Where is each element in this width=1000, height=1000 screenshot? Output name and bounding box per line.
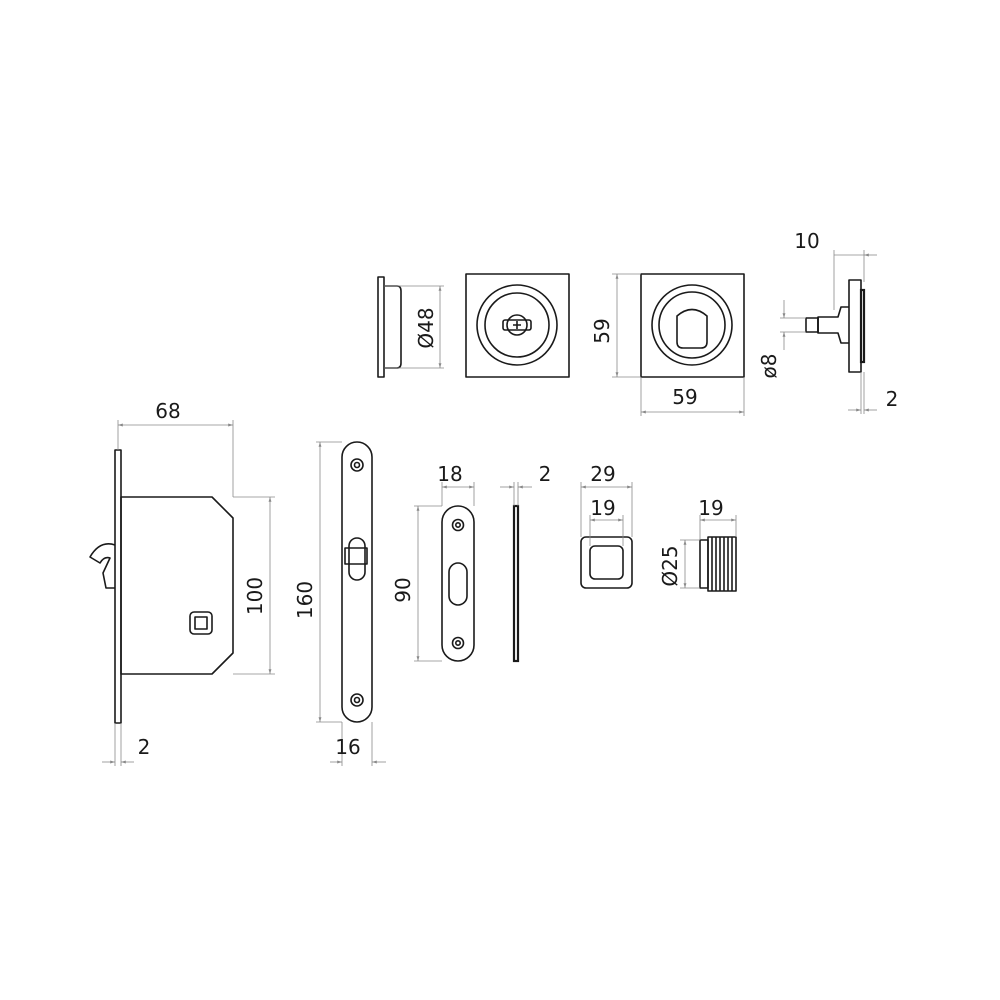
edge-pull: Ø25 19 — [658, 496, 737, 592]
dim-rose-height: 59 — [590, 318, 614, 343]
knurling — [711, 537, 733, 591]
dim-strike-thickness: 2 — [539, 462, 552, 486]
square-rose-thumbturn — [465, 273, 570, 378]
dim-edge-pull-diameter: Ø25 — [658, 545, 682, 586]
dim-flush-pull-inner: 19 — [590, 496, 615, 520]
dim-edge-pull-length: 19 — [698, 496, 723, 520]
dim-rose-width: 59 — [672, 385, 697, 409]
spindle-side-view: 10 ø8 2 — [757, 229, 898, 414]
flush-pull: 29 19 — [580, 462, 633, 589]
dim-rose-diameter: Ø48 — [414, 307, 438, 348]
dim-spindle-diameter: ø8 — [757, 354, 781, 379]
dim-lock-depth: 68 — [155, 399, 180, 423]
square-rose-indicator: 59 59 — [590, 273, 745, 416]
faceplate-front: 160 16 — [293, 441, 386, 766]
round-rose-side-view: Ø48 — [377, 276, 444, 378]
strike-side-profile: 2 — [500, 462, 552, 663]
lock-body: 68 100 2 — [89, 399, 275, 766]
dim-spindle-length: 10 — [794, 229, 819, 253]
dim-lock-height: 100 — [243, 577, 267, 615]
dim-flush-pull-outer: 29 — [590, 462, 615, 486]
dim-faceplate-length: 160 — [293, 581, 317, 619]
dim-strike-width: 18 — [437, 462, 462, 486]
dim-strike-height: 90 — [391, 577, 415, 602]
dim-faceplate-width: 16 — [335, 735, 360, 759]
strike-plate: 90 18 — [391, 462, 475, 662]
dim-faceplate-thickness: 2 — [138, 735, 151, 759]
dim-rose-thickness: 2 — [886, 387, 899, 411]
